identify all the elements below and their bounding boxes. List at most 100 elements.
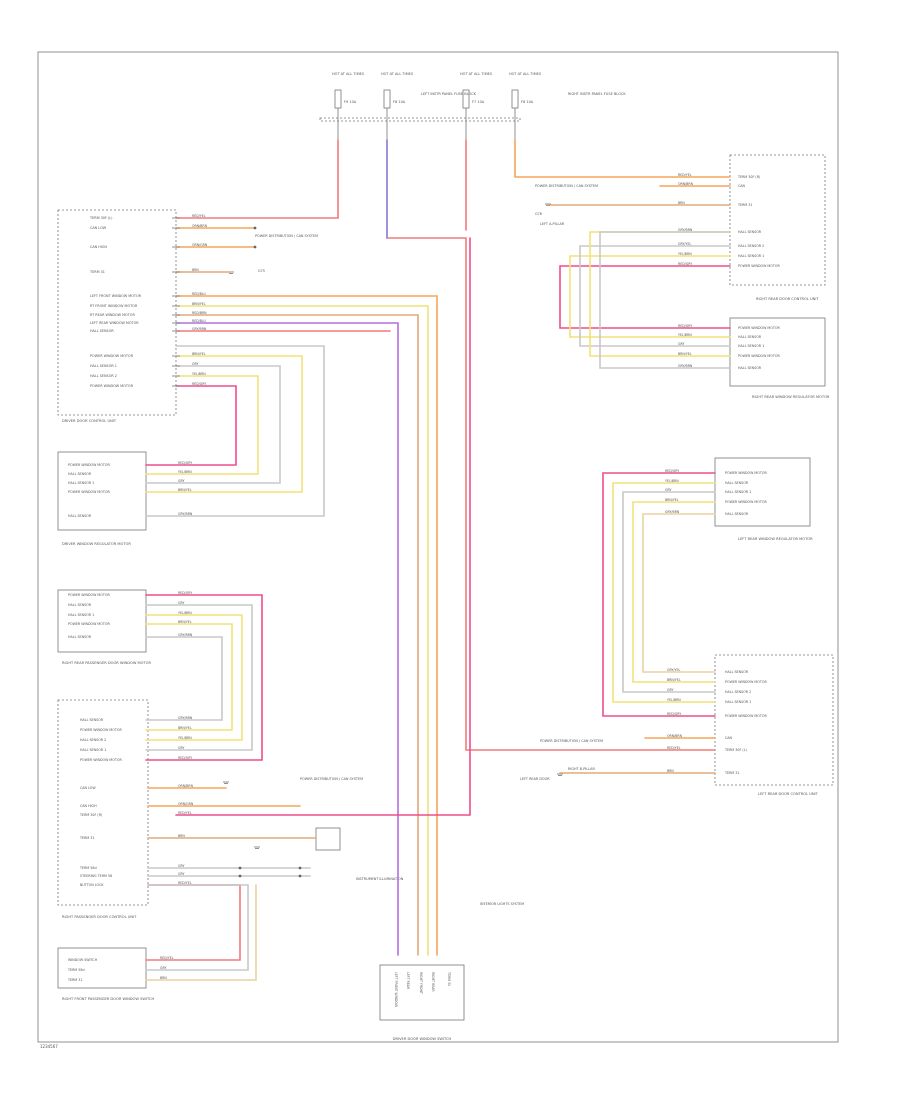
- wire-code: YEL/BRN: [665, 479, 679, 483]
- ground-label: G75: [258, 269, 265, 273]
- pin-label: STEERING TERM 58: [80, 874, 112, 878]
- wire-code: ORN/BRN: [678, 182, 694, 186]
- pin-label: HALL SENSOR: [90, 329, 114, 333]
- wire-code: GRY/YEL: [667, 668, 680, 672]
- wire-term30-rf: [175, 237, 471, 816]
- wire-code: RED/GRY: [678, 324, 692, 328]
- wire-code: YEL/BRN: [678, 252, 692, 256]
- ground-label: G76: [535, 212, 542, 216]
- pin-label: LEFT REAR WINDOW MOTOR: [90, 321, 139, 325]
- wire-lf-motor: [175, 295, 438, 956]
- driver-control-unit: [57, 209, 177, 416]
- wire-code: BRN/YEL: [192, 302, 206, 306]
- splice-dot: [298, 866, 302, 870]
- pin-label: HALL SENSOR: [725, 481, 749, 485]
- pin-label: POWER WINDOW MOTOR: [90, 354, 134, 358]
- pin-label: LEFT REAR: [406, 972, 410, 990]
- wire-code: RED/GRY: [178, 591, 192, 595]
- wire-code: YEL/BRN: [178, 611, 192, 615]
- pin-label: HALL SENSOR 2: [738, 244, 764, 248]
- wire-code: ORN/BRN: [667, 734, 683, 738]
- ground-box: [315, 827, 341, 851]
- pin-label: RT REAR WINDOW MOTOR: [90, 313, 135, 317]
- pin-label: HALL SENSOR: [738, 366, 762, 370]
- wire-right-rear-motor: [559, 265, 731, 329]
- wire-code: BRN: [678, 201, 685, 205]
- pin-label: HALL SENSOR: [725, 670, 749, 674]
- fuse-icon: [334, 89, 342, 109]
- pin-label: HALL SENSOR 1: [80, 748, 106, 752]
- pin-label: TERM 58d: [79, 866, 97, 870]
- pin-label: HALL SENSOR 2: [90, 374, 117, 378]
- wire-code: BRN/YEL: [178, 726, 192, 730]
- wire-code: RED/YEL: [678, 173, 692, 177]
- note-text: POWER DISTRIBUTION / CAN SYSTEM: [300, 777, 363, 781]
- wire-left-rear-motor: [612, 482, 716, 703]
- wire-code: YEL/BRN: [192, 372, 206, 376]
- fuse-label: HOT AT ALL TIMES: [460, 72, 493, 76]
- wire-code: BRN/YEL: [192, 352, 206, 356]
- pin-label: HALL SENSOR 1: [725, 700, 751, 704]
- note-text: LEFT A-PILLAR: [540, 222, 565, 226]
- pin-label: POWER WINDOW MOTOR: [68, 593, 110, 597]
- fuse-label: HOT AT ALL TIMES: [332, 72, 365, 76]
- wire-switch-58d: [145, 884, 249, 971]
- pin-label: HALL SENSOR 2: [80, 738, 106, 742]
- wire-term30-r: [514, 139, 731, 178]
- wire-button-lock: [145, 884, 241, 961]
- wire-term30-l: [175, 139, 339, 219]
- pin-label: WINDOW SWITCH: [68, 958, 98, 962]
- wire-code: GRY: [665, 488, 671, 492]
- pin-label: POWER WINDOW MOTOR: [725, 680, 767, 684]
- wire-left-rear-motor: [622, 491, 716, 693]
- wire-rr-motor: [175, 314, 419, 956]
- wire-code: GRY/BRN: [665, 510, 680, 514]
- pin-label: TERM 30F (L): [89, 216, 113, 220]
- pin-label: HALL SENSOR: [738, 335, 762, 339]
- pin-label: HALL SENSOR: [68, 603, 92, 607]
- splice-dot: [238, 866, 242, 870]
- component-title: RIGHT PASSENGER DOOR CONTROL UNIT: [62, 915, 137, 919]
- pin-label: TERM 31: [89, 270, 105, 274]
- pin-label: HALL SENSOR 1: [738, 254, 764, 258]
- wire-driver-motor: [145, 375, 259, 475]
- wire-rr-motor-link: [145, 604, 253, 751]
- note-text: POWER DISTRIBUTION / CAN SYSTEM: [535, 184, 598, 188]
- wire-code: RED/BLU: [192, 319, 207, 323]
- wire-right-rear-motor: [599, 231, 731, 369]
- wire-rf-motor: [175, 305, 429, 956]
- pin-label: RIGHT REAR: [431, 972, 435, 992]
- wire-code: GRY: [160, 966, 166, 970]
- pin-label: HALL SENSOR: [68, 472, 92, 476]
- wire-code: GRY: [667, 688, 673, 692]
- wire-code: GRY: [178, 479, 184, 483]
- wire-code: GRY/YEL: [678, 242, 691, 246]
- wire-code: YEL/BRN: [678, 333, 692, 337]
- left-rear-control-unit: [714, 654, 834, 786]
- note-text: RIGHT B-PILLAR: [568, 767, 595, 771]
- pin-label: POWER WINDOW MOTOR: [725, 500, 767, 504]
- note-text: INSTRUMENT ILLUMINATION: [356, 877, 404, 881]
- pin-label: LEFT FRONT WINDOW: [394, 972, 398, 1008]
- wire-code: RED/GRY: [665, 469, 679, 473]
- pin-label: HALL SENSOR: [68, 635, 92, 639]
- pin-label: TERM 31: [447, 971, 451, 986]
- pin-label: HALL SENSOR 1: [725, 490, 751, 494]
- wire-code: GRY/BRN: [192, 327, 207, 331]
- component-title: LEFT REAR DOOR CONTROL UNIT: [758, 792, 819, 796]
- left-rear-motor: [714, 457, 811, 527]
- wire-code: ORN/BRN: [192, 224, 208, 228]
- note-text: POWER DISTRIBUTION / CAN SYSTEM: [255, 234, 318, 238]
- wire-driver-motor: [145, 365, 281, 484]
- wire-code: YEL/BRN: [178, 736, 192, 740]
- splice-dot: [253, 245, 257, 249]
- fuse-label: HOT AT ALL TIMES: [509, 72, 542, 76]
- wire-code: BRN: [667, 769, 674, 773]
- wire-rr-motor-link: [145, 636, 223, 721]
- wire-code: BRN/YEL: [667, 678, 681, 682]
- wire-code: RED/YEL: [178, 811, 192, 815]
- driver-window-switch: [379, 964, 465, 1021]
- pin-label: POWER WINDOW MOTOR: [725, 714, 767, 718]
- wire-lr-motor: [175, 322, 399, 956]
- note-text: POWER DISTRIBUTION / CAN SYSTEM: [540, 739, 603, 743]
